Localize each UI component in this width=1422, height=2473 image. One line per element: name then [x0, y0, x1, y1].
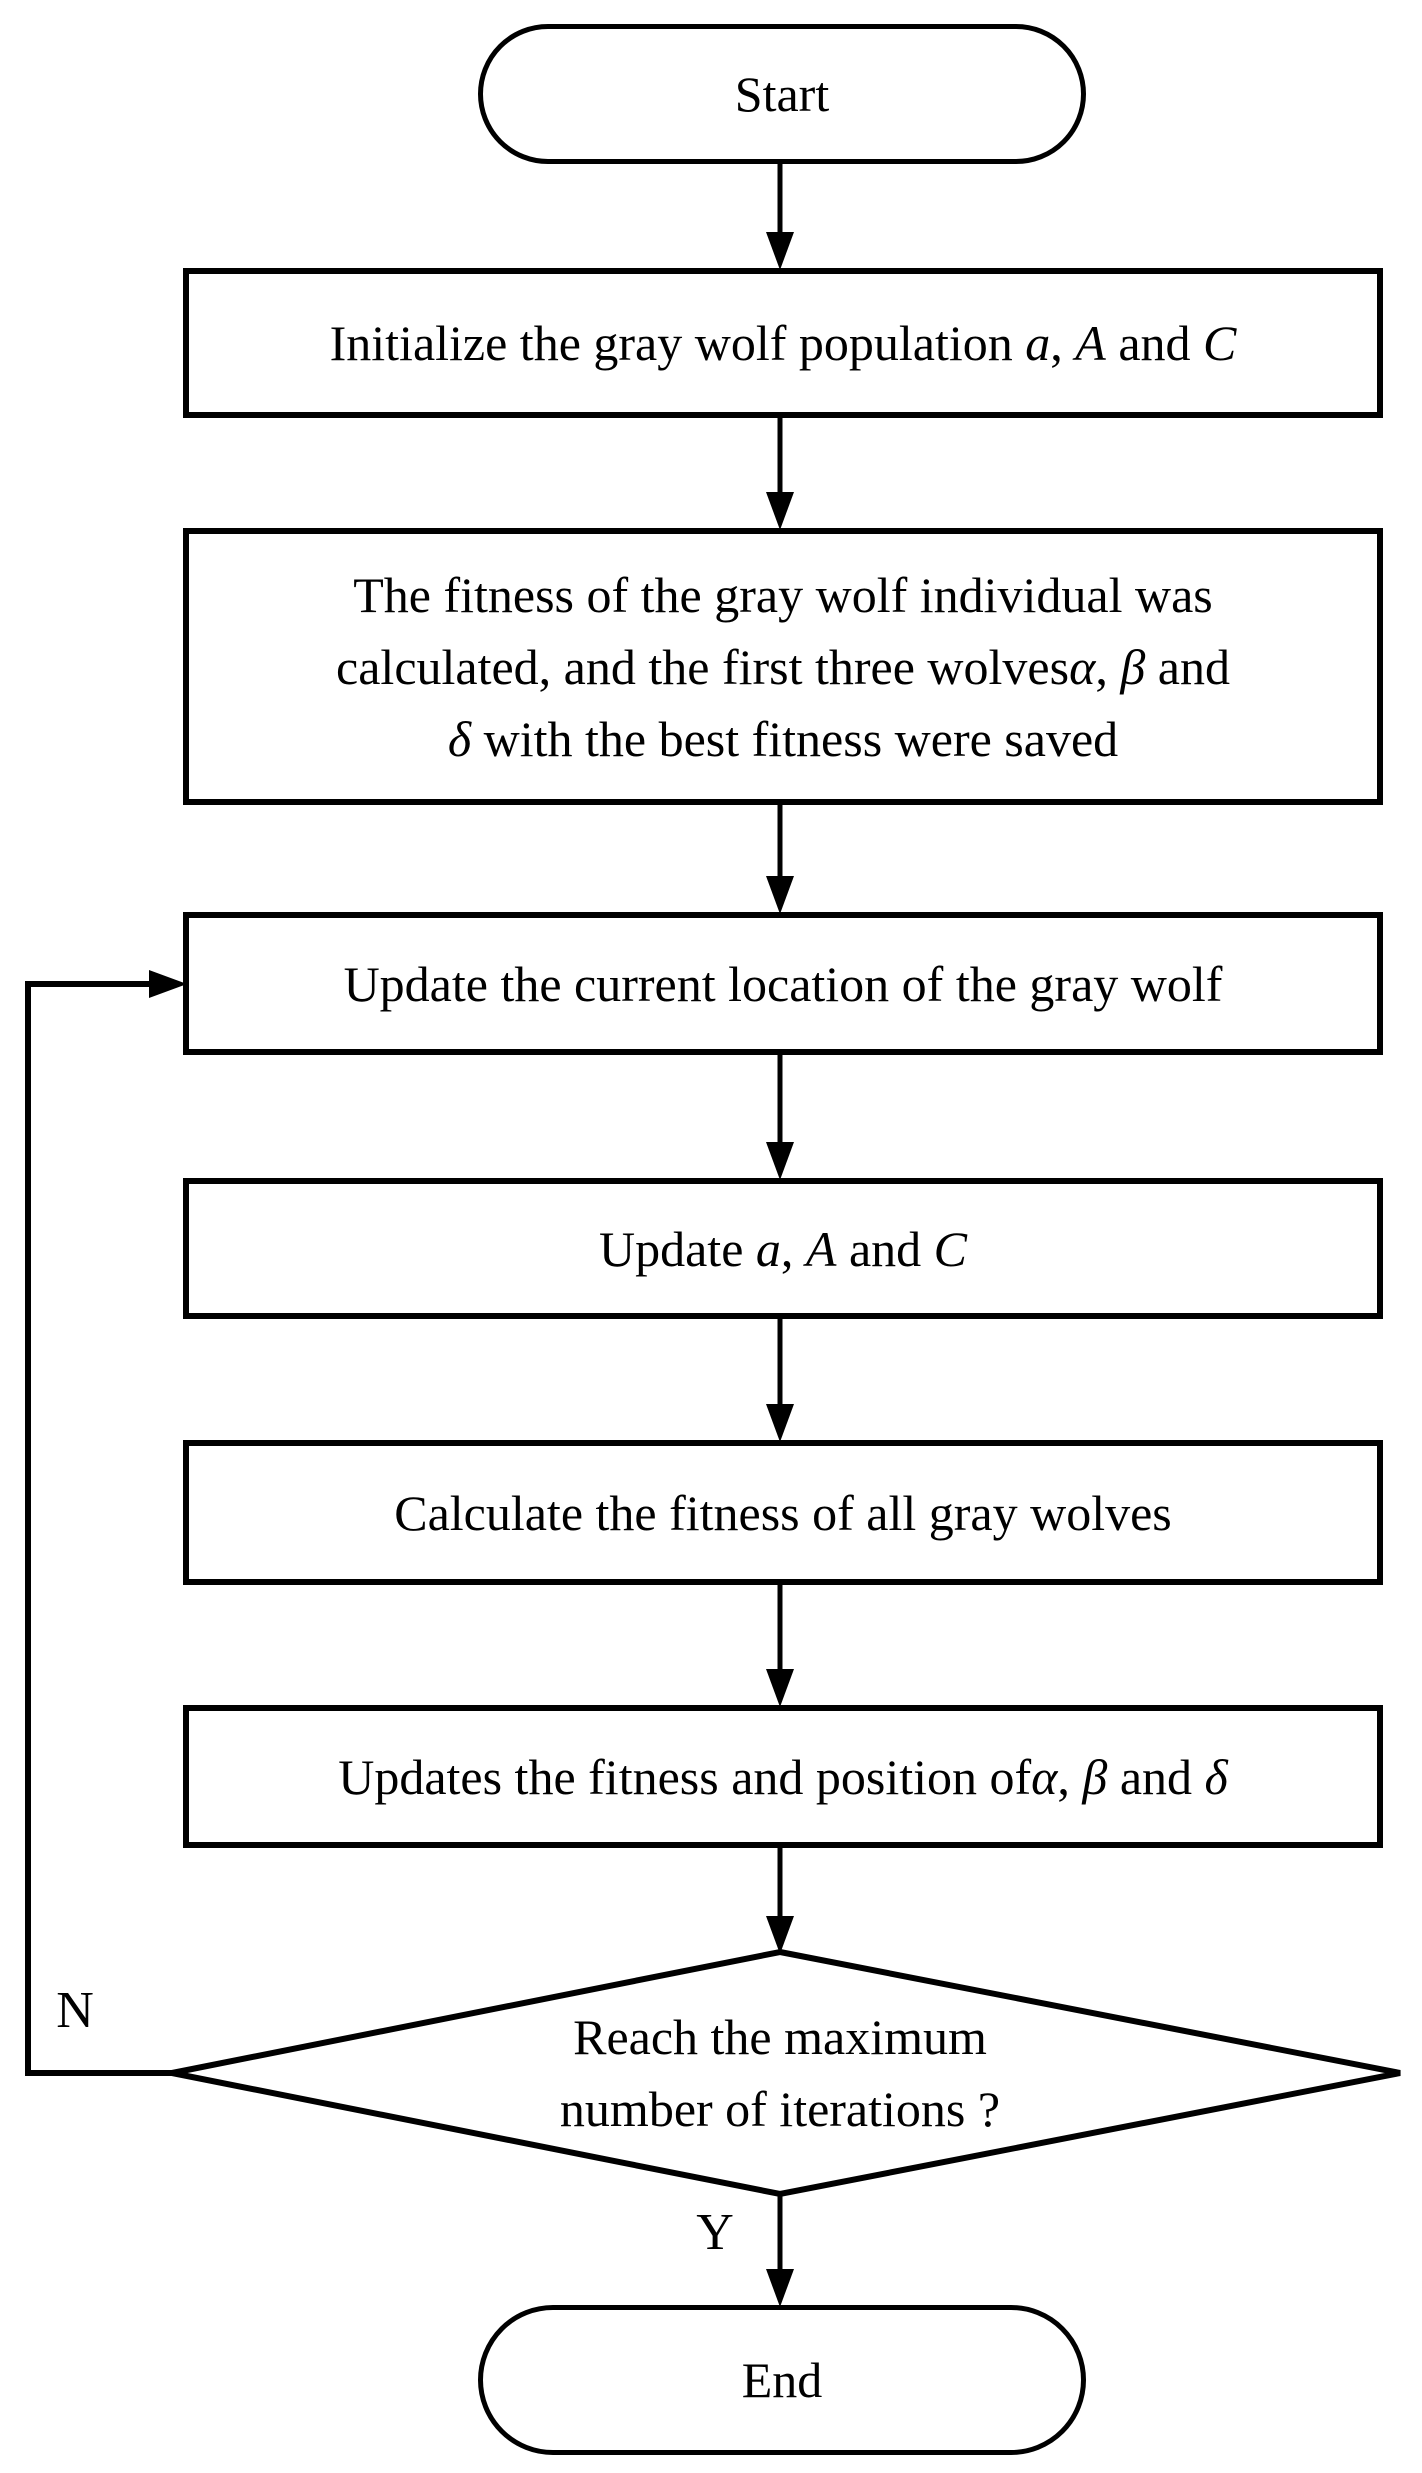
- arrowhead-decision-end: [766, 2269, 794, 2307]
- arrowhead-updateparams-calcfitness: [766, 1404, 794, 1442]
- arrowhead-updatelocation-updateparams: [766, 1142, 794, 1180]
- edge-decision-updatelocation-no: [25, 981, 175, 2076]
- node-initialize-population: Initialize the gray wolf population a, A…: [183, 268, 1383, 418]
- node-calculate-fitness-all: Calculate the fitness of all gray wolves: [183, 1440, 1383, 1585]
- arrowhead-updateleaders-decision: [766, 1916, 794, 1954]
- node-end: End: [478, 2305, 1086, 2455]
- node-update-parameters: Update a, A and C: [183, 1178, 1383, 1319]
- arrowhead-start-initialize: [766, 232, 794, 270]
- node-update-location: Update the current location of the gray …: [183, 912, 1383, 1055]
- arrowhead-fitness-updatelocation: [766, 876, 794, 914]
- edge-label-yes: Y: [696, 2203, 734, 2261]
- edge-label-no: N: [56, 1981, 94, 2039]
- node-fitness-save-leaders: The fitness of the gray wolf individual …: [183, 528, 1383, 805]
- arrowhead-initialize-fitness: [766, 492, 794, 530]
- arrowhead-calcfitness-updateleaders: [766, 1669, 794, 1707]
- node-update-leaders: Updates the fitness and position ofα, β …: [183, 1705, 1383, 1848]
- arrowhead-no-loop: [149, 970, 187, 998]
- node-start: Start: [478, 24, 1086, 164]
